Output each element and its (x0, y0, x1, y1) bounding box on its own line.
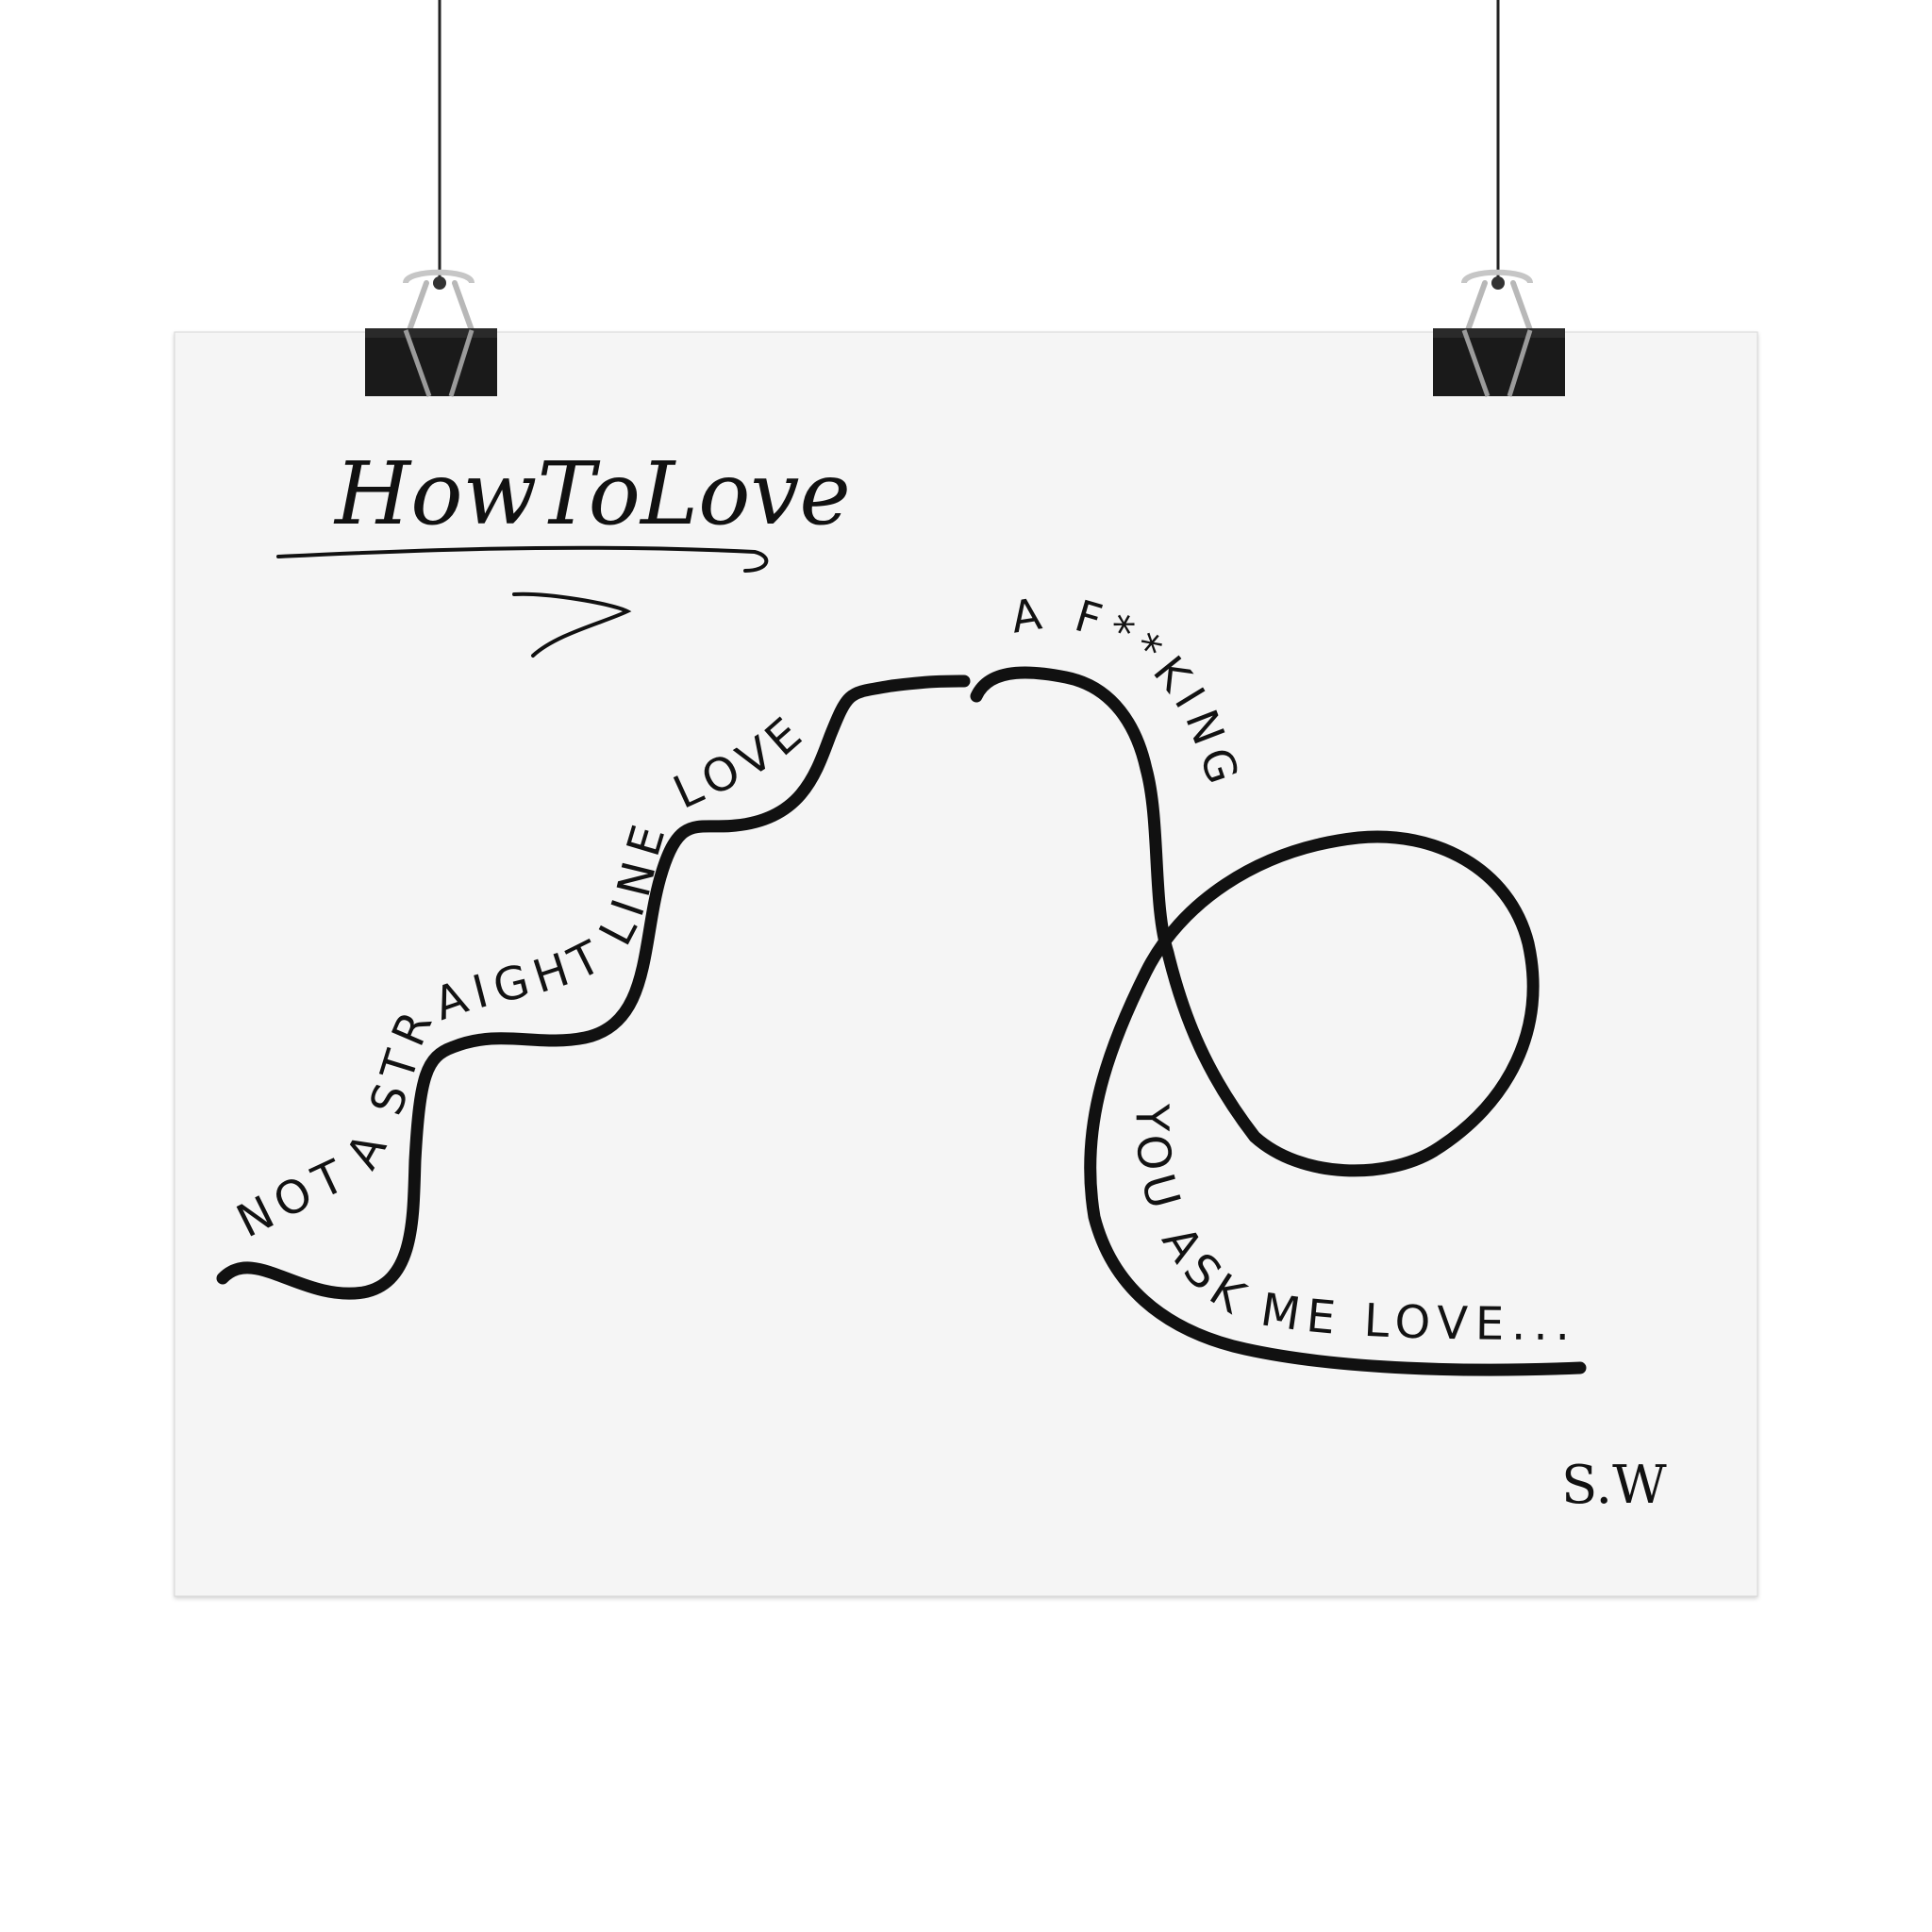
love-line-segment-1 (216, 675, 971, 1300)
poster-paper (174, 331, 1758, 1597)
artist-signature: S.W (1561, 1455, 1667, 1516)
binder-clip-left (365, 269, 497, 397)
binder-clip-right (1433, 269, 1565, 397)
poster-title: HowToLove (333, 443, 851, 544)
title-underline (276, 545, 769, 573)
love-line-segment-2 (970, 666, 1587, 1376)
title-squiggle (512, 591, 632, 658)
